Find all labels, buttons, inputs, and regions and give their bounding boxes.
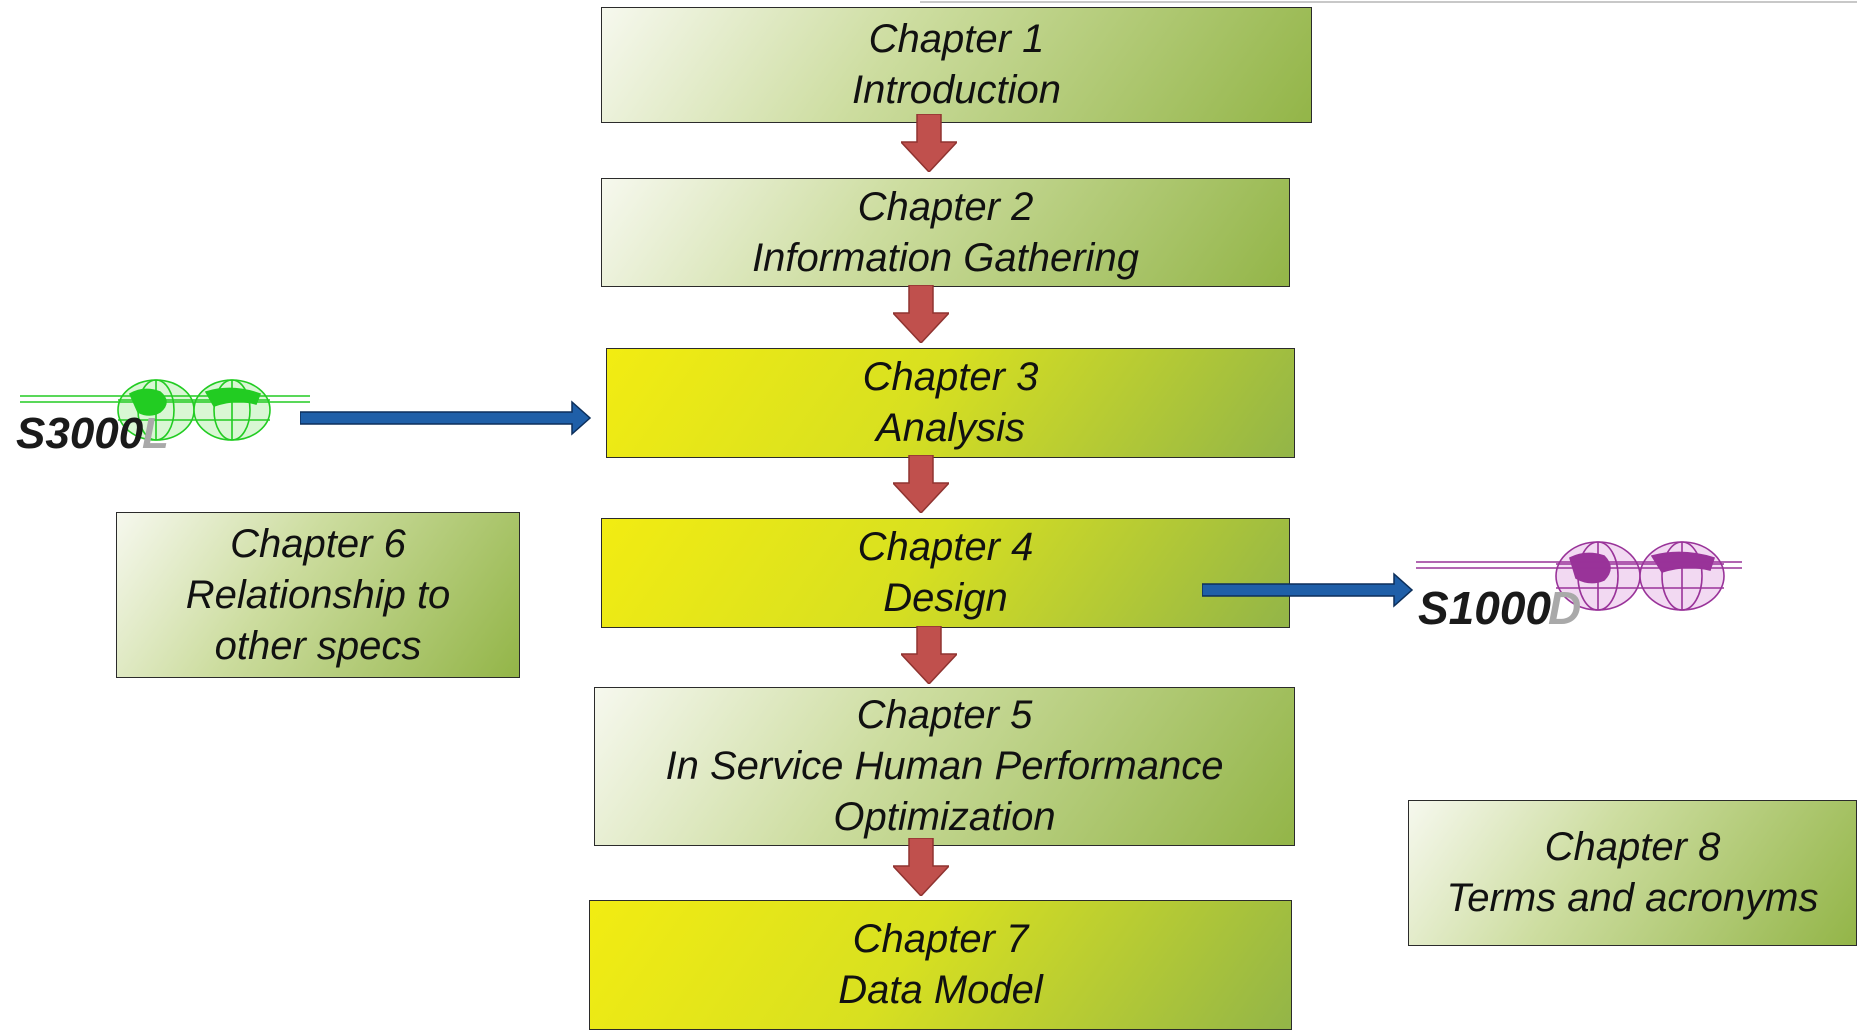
s3000l-logo-prefix: S3000	[16, 409, 144, 458]
chapter-2-name: Information Gathering	[752, 235, 1139, 280]
chapter-2-box: Chapter 2 Information Gathering	[601, 178, 1290, 287]
s1000d-logo: S1000 D	[1416, 541, 1742, 634]
s3000l-logo-suffix: L	[142, 409, 169, 458]
chapter-7-name: Data Model	[838, 968, 1043, 1012]
chapter-8-box: Chapter 8 Terms and acronyms	[1408, 800, 1857, 946]
chapter-8-title: Chapter 8	[1544, 825, 1721, 869]
s1000d-logo-prefix: S1000	[1418, 582, 1551, 634]
chapter-5-title: Chapter 5	[856, 693, 1033, 737]
chapter-4-title: Chapter 4	[857, 525, 1034, 569]
chapter-3-box: Chapter 3 Analysis	[606, 348, 1295, 458]
arrow-ch2-to-ch3	[893, 285, 949, 343]
chapter-1-title: Chapter 1	[868, 17, 1045, 61]
chapter-5-box: Chapter 5 In Service Human Performance O…	[594, 687, 1295, 846]
chapter-1-name: Introduction	[851, 68, 1062, 112]
chapter-3-name: Analysis	[876, 406, 1025, 450]
chapter-4-box: Chapter 4 Design	[601, 518, 1290, 628]
chapter-5-name-line-2: Optimization	[833, 795, 1056, 839]
chapter-6-title: Chapter 6	[230, 521, 406, 566]
arrow-ch4-to-s1000d	[1202, 572, 1414, 608]
arrow-ch1-to-ch2	[901, 114, 957, 172]
chapter-5-name-line-1: In Service Human Performance	[665, 744, 1224, 788]
globe-icon	[1416, 541, 1742, 611]
chapter-6-name-line-2: other specs	[214, 623, 422, 668]
top-rule	[920, 1, 1857, 3]
chapter-3-title: Chapter 3	[862, 355, 1039, 399]
chapter-7-title: Chapter 7	[852, 917, 1029, 961]
chapter-6-box: Chapter 6 Relationship to other specs	[116, 512, 520, 678]
arrow-ch4-to-ch5	[901, 626, 957, 684]
chapter-7-box: Chapter 7 Data Model	[589, 900, 1292, 1030]
s1000d-logo-suffix: D	[1548, 582, 1581, 634]
arrow-ch5-to-ch7	[893, 838, 949, 896]
s3000l-logo: S3000 L	[16, 379, 310, 458]
chapter-2-title: Chapter 2	[857, 184, 1034, 229]
chapter-8-name: Terms and acronyms	[1446, 876, 1819, 920]
chapter-6-name-line-1: Relationship to	[185, 572, 451, 617]
chapter-4-name: Design	[883, 576, 1008, 620]
chapter-1-box: Chapter 1 Introduction	[601, 7, 1312, 123]
arrow-s3000l-to-ch3	[300, 400, 592, 436]
globe-icon	[20, 379, 310, 441]
arrow-ch3-to-ch4	[893, 455, 949, 513]
